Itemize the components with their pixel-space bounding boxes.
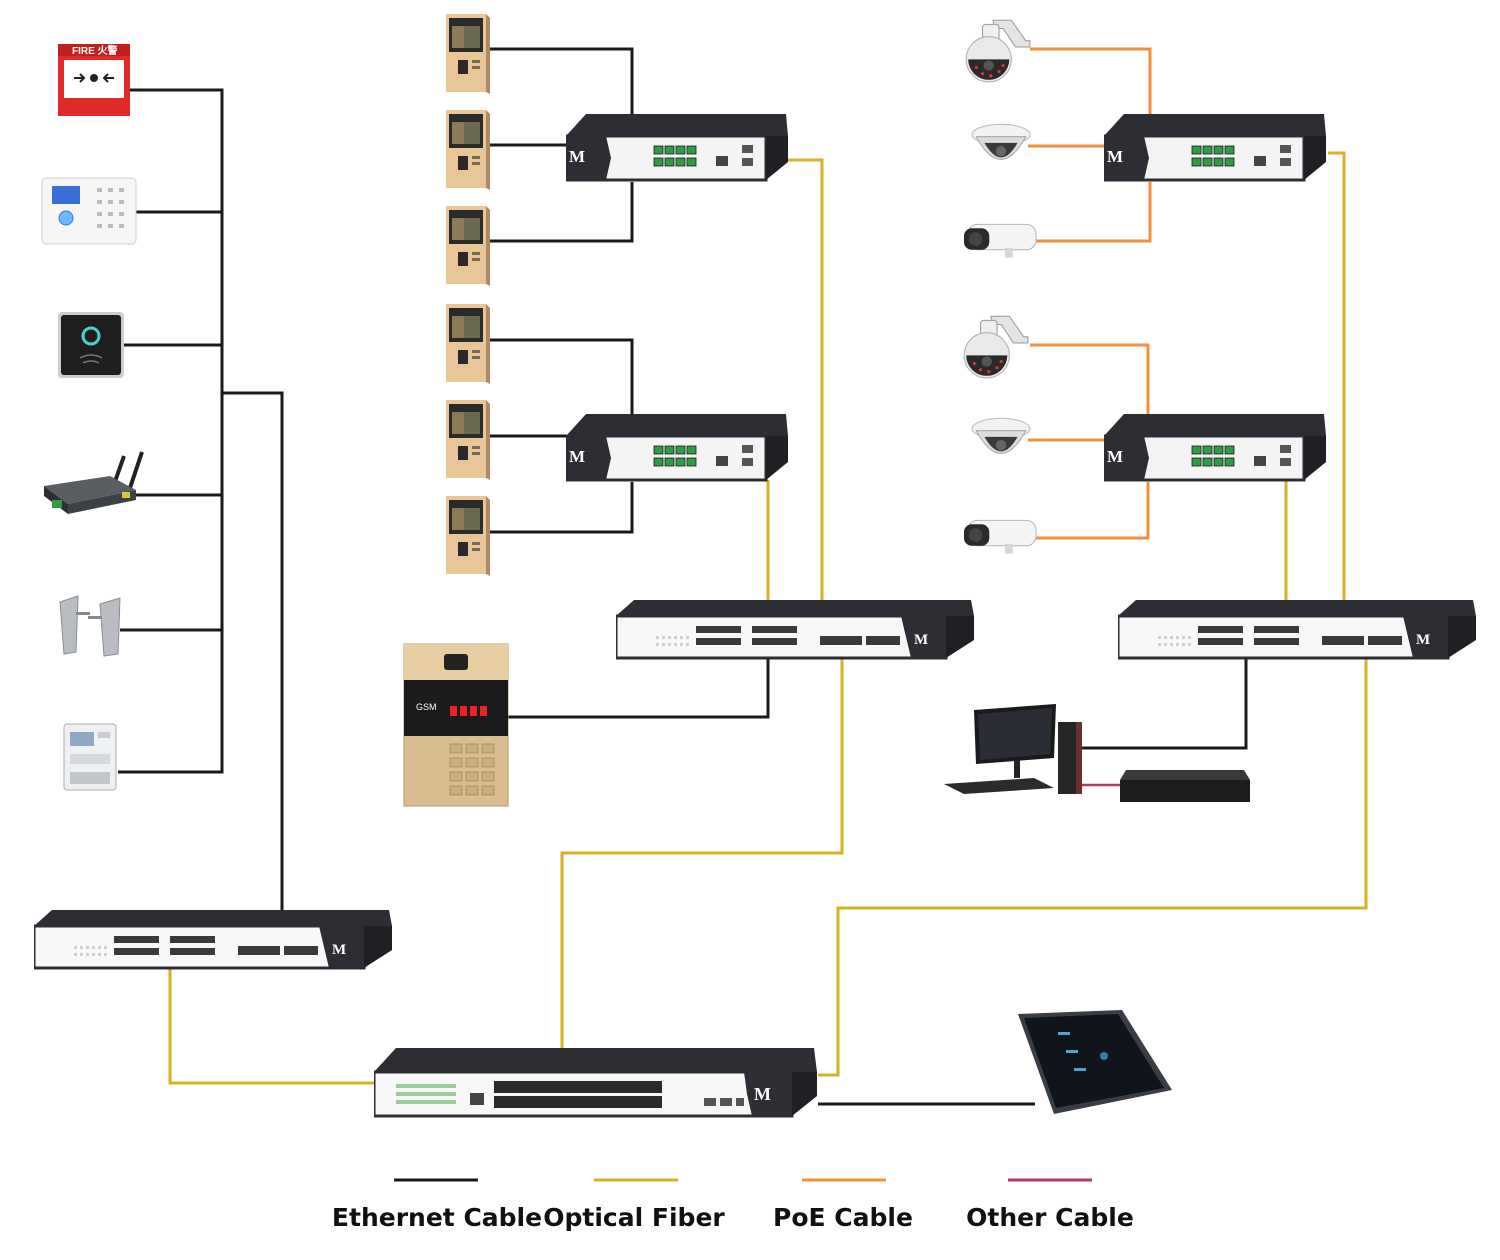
video-intercom-unit [446,206,490,286]
rfid-card-reader-icon [58,312,124,378]
legend-item-ethernet: Ethernet Cable [332,1178,542,1232]
video-intercom-unit [446,496,490,576]
poe-switch-8port [1104,114,1328,182]
computer-workstation-icon [944,704,1082,794]
poe-switch-8port [1104,414,1328,482]
aggregation-switch-24port [34,910,394,970]
legend-item-other: Other Cable [966,1178,1134,1232]
poe-cable [1036,482,1150,540]
poe-cable [1036,182,1152,243]
optical-fiber [818,655,1368,1077]
ethernet-cable [488,482,634,534]
ethernet-cable [488,338,634,415]
legend-label-other: Other Cable [966,1203,1134,1232]
poe-cable-group [1028,47,1152,540]
core-switch [374,1048,819,1118]
alarm-keypad-panel-icon [41,177,137,245]
optical-fiber-group [168,151,1368,1085]
legend-label-ethernet: Ethernet Cable [332,1203,542,1232]
fire-alarm-label: FIRE 火警 [72,44,118,57]
legend-item-poe: PoE Cable [773,1178,913,1232]
bullet-camera-icon [963,519,1037,555]
legend: Ethernet Cable Optical Fiber PoE Cable O… [332,1178,1134,1232]
legend-item-fiber: Optical Fiber [543,1178,725,1232]
poe-cable [1030,47,1152,115]
legend-label-poe: PoE Cable [773,1203,913,1232]
optical-fiber [560,655,844,1050]
dome-camera-icon [971,123,1031,160]
optical-fiber [1328,151,1346,602]
4g-router-icon [44,451,144,514]
ethernet-cable [488,47,634,115]
aggregation-switch-24port [1118,600,1478,660]
video-intercom-unit [446,110,490,190]
aggregation-switch-24port [616,600,976,660]
video-intercom-unit [446,304,490,384]
optical-fiber [168,965,375,1085]
fire-alarm-call-point-icon: FIRE 火警 [58,44,130,116]
ethernet-cable [508,655,770,719]
door-intercom-panel-icon: GSM [403,643,509,807]
ethernet-cable [1082,655,1248,750]
ptz-camera-icon [963,315,1029,379]
ptz-camera-icon [965,19,1031,83]
bullet-camera-icon [963,223,1037,259]
dome-camera-icon [971,417,1031,454]
poe-switch-8port [566,414,790,482]
video-intercom-unit [446,400,490,480]
poe-switch-8port [566,114,790,182]
ethernet-cable [222,391,284,912]
ethernet-cable-group [118,47,1248,1106]
door-panel-label: GSM [416,702,437,712]
turnstile-gate-icon [59,595,121,657]
nvr-recorder-icon [1120,770,1250,802]
poe-cable [1030,343,1150,415]
electric-meter-icon [63,723,117,791]
optical-fiber [788,158,824,600]
ethernet-cable [118,88,224,774]
legend-label-fiber: Optical Fiber [543,1203,725,1232]
video-intercom-unit [446,14,490,94]
ethernet-cable [488,182,634,243]
touch-display-panel-icon [1018,1010,1172,1114]
